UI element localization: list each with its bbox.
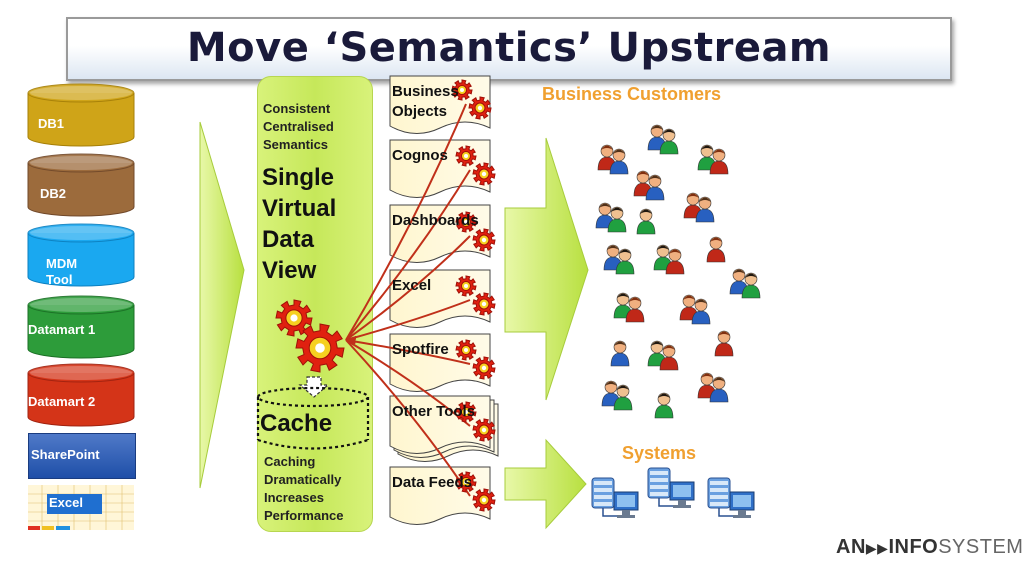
- business-customer-icon-15: [714, 330, 734, 357]
- excel-label: Excel: [49, 495, 83, 510]
- tool-gear-b-icon-4: [472, 356, 496, 380]
- business-customer-icon-10: [729, 268, 761, 299]
- business-customer-icon-16: [601, 380, 633, 411]
- tool-label-1: Cognos: [392, 147, 448, 164]
- central-gear-small-icon: [275, 299, 313, 337]
- source-label-0: DB1: [38, 116, 65, 131]
- tool-gear-b-icon-5: [472, 418, 496, 442]
- tool-gear-b-icon-2: [472, 228, 496, 252]
- tool-gear-b-icon-3: [472, 292, 496, 316]
- tool-label-3: Excel: [392, 277, 432, 294]
- tool-gear-a-icon-2: [455, 211, 477, 233]
- business-customer-icon-17: [654, 392, 674, 419]
- sharepoint-source: SharePoint: [28, 433, 136, 479]
- tool-gear-a-icon-6: [455, 471, 477, 493]
- source-cylinder-0: [27, 83, 135, 147]
- cache-label: Cache: [260, 410, 333, 437]
- business-customer-icon-12: [679, 294, 711, 325]
- source-cylinder-3: [27, 295, 135, 359]
- arrow-sources-to-layer: [199, 121, 245, 489]
- business-customer-icon-2: [697, 144, 729, 175]
- system-server-icon-2: [707, 477, 755, 518]
- business-customer-icon-0: [597, 144, 629, 175]
- excel-grid: [28, 485, 134, 530]
- business-customer-icon-6: [683, 192, 715, 223]
- tool-label-6: Data Feeds: [392, 474, 473, 491]
- business-customer-icon-3: [633, 170, 665, 201]
- page-title: Move ‘Semantics’ Upstream: [186, 25, 832, 71]
- system-server-icon-1: [647, 467, 695, 508]
- tool-gear-b-icon-1: [472, 162, 496, 186]
- title-banner: Move ‘Semantics’ Upstream: [66, 17, 952, 81]
- tool-gear-a-icon-5: [455, 401, 477, 423]
- source-label-2: MDM Tool: [46, 256, 78, 287]
- tool-label-0: Business Objects: [392, 83, 459, 120]
- aninfosystems-logo: AN▶▶INFOSYSTEMS: [836, 536, 1024, 559]
- connection-line-2: [345, 235, 471, 341]
- business-customer-icon-7: [603, 244, 635, 275]
- business-customer-icon-14: [647, 340, 679, 371]
- source-cylinder-4: [27, 363, 135, 427]
- logo-systems: SYSTEMS: [938, 536, 1024, 558]
- cache-icon: [256, 376, 370, 450]
- business-customer-icon-13: [610, 340, 630, 367]
- business-customer-icon-9: [706, 236, 726, 263]
- tool-gear-a-icon-1: [455, 145, 477, 167]
- source-label-3: Datamart 1: [28, 322, 96, 337]
- logo-info: INFO: [888, 536, 939, 558]
- business-customer-icon-8: [653, 244, 685, 275]
- arrow-tools-to-customers: [504, 137, 589, 401]
- source-cylinder-2: [27, 223, 135, 287]
- systems-title: Systems: [622, 443, 697, 463]
- business-customer-icon-18: [697, 372, 729, 403]
- business-customer-icon-1: [647, 124, 679, 155]
- tool-label-4: Spotfire: [392, 341, 449, 358]
- virtual-layer-column: [257, 76, 373, 532]
- connection-line-1: [345, 169, 471, 341]
- single-virtual-data-view-text: Single Virtual Data View: [262, 164, 337, 284]
- system-server-icon-0: [591, 477, 639, 518]
- central-gear-large-icon: [295, 323, 345, 373]
- tool-label-2: Dashboards: [392, 212, 479, 229]
- business-customers-title: Business Customers: [542, 84, 722, 104]
- source-label-1: DB2: [40, 186, 67, 201]
- arrow-tools-to-systems: [504, 438, 587, 530]
- connection-line-0: [345, 103, 467, 341]
- caching-performance-text: Caching Dramatically Increases Performan…: [264, 454, 344, 523]
- connection-line-4: [345, 339, 471, 365]
- tool-label-5: Other Tools: [392, 403, 476, 420]
- tool-gear-b-icon-6: [472, 488, 496, 512]
- business-customer-icon-4: [595, 202, 627, 233]
- tool-gear-a-icon-4: [455, 339, 477, 361]
- tool-gear-a-icon-0: [451, 79, 473, 101]
- consistent-semantics-text: Consistent Centralised Semantics: [263, 101, 334, 152]
- sharepoint-label: SharePoint: [31, 447, 100, 462]
- source-cylinder-1: [27, 153, 135, 217]
- source-label-4: Datamart 2: [28, 394, 96, 409]
- tool-gear-a-icon-3: [455, 275, 477, 297]
- logo-an: AN: [836, 536, 866, 558]
- business-customer-icon-11: [613, 292, 645, 323]
- connection-line-3: [345, 299, 471, 341]
- connection-line-6: [345, 339, 471, 497]
- business-customer-icon-5: [636, 208, 656, 235]
- tool-gear-b-icon-0: [468, 96, 492, 120]
